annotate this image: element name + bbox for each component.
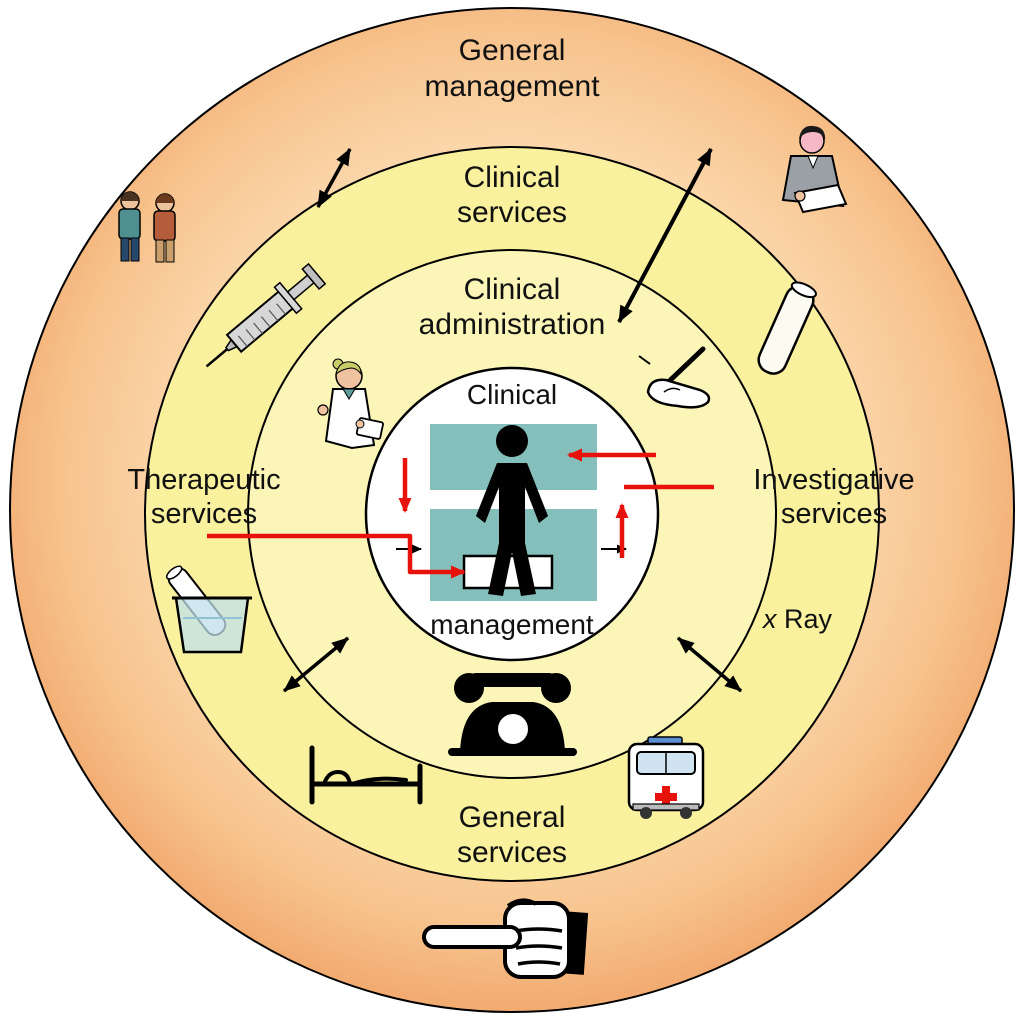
label-investigative-services-2: services (781, 498, 887, 530)
double-arrow-bottom-right (676, 636, 743, 693)
pointing-hand-icon (422, 898, 589, 979)
double-arrow-top-left (316, 148, 352, 208)
clinical-management-diagram (207, 424, 714, 601)
label-therapeutic-services-1: Therapeutic (127, 464, 280, 496)
writing-hand-icon (638, 346, 711, 409)
label-clinical-administration-2: administration (419, 308, 606, 341)
test-tube-icon (757, 281, 817, 375)
doctor-clipboard-icon (317, 358, 384, 450)
label-x-ray: x Ray (761, 604, 833, 634)
label-general-services-1: General (459, 801, 566, 834)
label-therapeutic-services-2: services (151, 498, 257, 530)
label-clinical-services-1: Clinical (464, 161, 561, 194)
red-line-from-therapeutic (207, 533, 466, 579)
label-clinical-management-bottom: management (430, 609, 594, 640)
label-general-services-2: services (457, 836, 567, 869)
two-people-icon (118, 191, 176, 263)
bed-icon (309, 745, 423, 805)
label-general-management-2: management (424, 70, 600, 103)
red-cycle-arrows (207, 448, 714, 579)
label-general-management-1: General (459, 34, 566, 67)
ambulance-icon (627, 736, 705, 819)
label-investigative-services-1: Investigative (753, 464, 914, 496)
beaker-icon (165, 565, 252, 654)
double-arrow-bottom-left (282, 636, 350, 693)
label-clinical-management-top: Clinical (467, 379, 557, 410)
label-clinical-services-2: services (457, 196, 567, 229)
double-arrow-top-right (617, 148, 713, 323)
telephone-icon (448, 673, 577, 756)
label-clinical-administration-1: Clinical (464, 273, 561, 306)
syringe-icon (205, 262, 327, 368)
boundary-arrows (282, 148, 743, 693)
patient-figure-icon (476, 425, 548, 596)
reading-person-icon (781, 125, 848, 214)
